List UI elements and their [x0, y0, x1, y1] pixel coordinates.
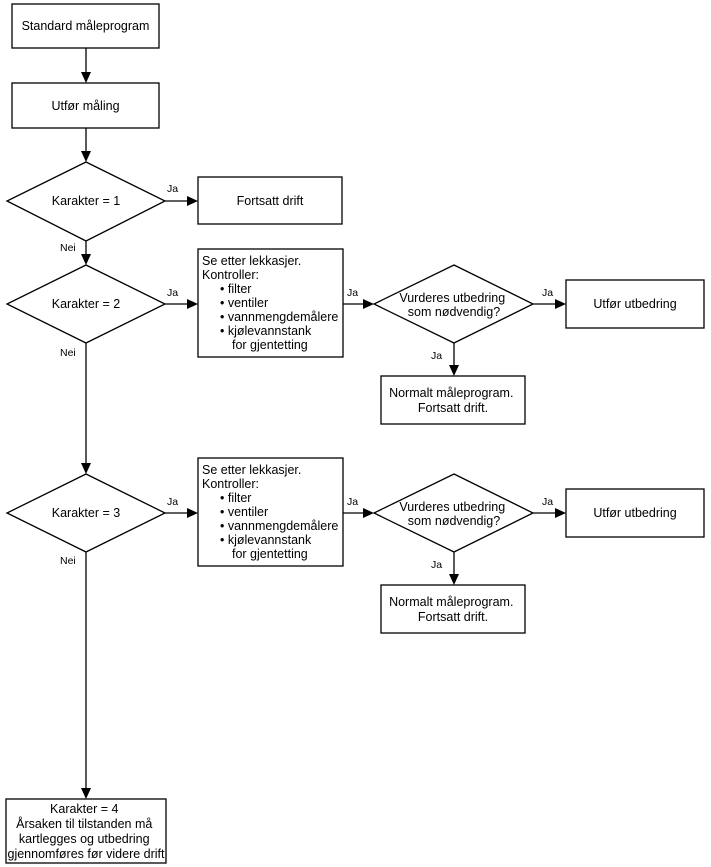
check-text-2: Se etter lekkasjer. Kontroller: • filter…	[202, 254, 342, 352]
continue-box	[197, 176, 343, 225]
arrowhead	[555, 508, 566, 518]
edge-label-yes: Ja	[431, 350, 442, 362]
arrowhead	[187, 299, 198, 309]
repair-label-3: Utfør utbedring	[593, 506, 676, 520]
final-text: Karakter = 4 Årsaken til tilstanden må k…	[8, 802, 166, 861]
edge-label-no: Nei	[60, 555, 76, 567]
arrowhead	[187, 196, 198, 206]
normal-box-2	[380, 375, 526, 425]
check-box-3	[197, 457, 344, 567]
decision-3-label: Karakter = 3	[52, 506, 120, 520]
measure-label: Utfør måling	[51, 99, 119, 113]
edge-label-yes: Ja	[542, 496, 553, 508]
decision-1-label: Karakter = 1	[52, 194, 120, 208]
start-label: Standard måleprogram	[22, 19, 150, 33]
decision-2-label: Karakter = 2	[52, 297, 120, 311]
edge-label-yes: Ja	[167, 496, 178, 508]
arrowhead	[363, 508, 374, 518]
check-box-2	[197, 248, 344, 358]
assess-3-label: Vurderes utbedring som nødvendig?	[399, 500, 508, 528]
final-box	[5, 798, 167, 864]
continue-label: Fortsatt drift	[237, 194, 304, 208]
check-text-3: Se etter lekkasjer. Kontroller: • filter…	[202, 463, 342, 561]
arrowhead	[81, 463, 91, 474]
measure-box	[11, 82, 160, 129]
repair-box-2	[565, 279, 705, 329]
arrowhead	[363, 299, 374, 309]
start-box	[11, 3, 160, 49]
edge-label-yes: Ja	[167, 183, 178, 195]
repair-box-3	[565, 488, 705, 538]
normal-text-3: Normalt måleprogram. Fortsatt drift.	[389, 595, 517, 624]
arrowhead	[187, 508, 198, 518]
arrowhead	[81, 254, 91, 265]
assess-2-diamond	[372, 264, 535, 344]
arrowhead	[449, 574, 459, 585]
normal-text-2: Normalt måleprogram. Fortsatt drift.	[389, 386, 517, 415]
arrowhead	[555, 299, 566, 309]
edge-label-yes: Ja	[431, 559, 442, 571]
decision-2-diamond	[5, 264, 167, 344]
edge-label-yes: Ja	[542, 287, 553, 299]
decision-1-diamond	[5, 161, 167, 242]
edge-label-yes: Ja	[167, 287, 178, 299]
normal-box-3	[380, 584, 526, 634]
arrowhead	[81, 788, 91, 799]
arrowhead	[449, 365, 459, 376]
decision-3-diamond	[5, 473, 167, 553]
edge-label-no: Nei	[60, 347, 76, 359]
edge-label-no: Nei	[60, 242, 76, 254]
assess-2-label: Vurderes utbedring som nødvendig?	[399, 291, 508, 319]
arrowhead	[81, 72, 91, 83]
arrowhead	[81, 151, 91, 162]
edge-label-yes: Ja	[347, 287, 358, 299]
assess-3-diamond	[372, 473, 535, 553]
repair-label-2: Utfør utbedring	[593, 297, 676, 311]
edge-label-yes: Ja	[347, 496, 358, 508]
